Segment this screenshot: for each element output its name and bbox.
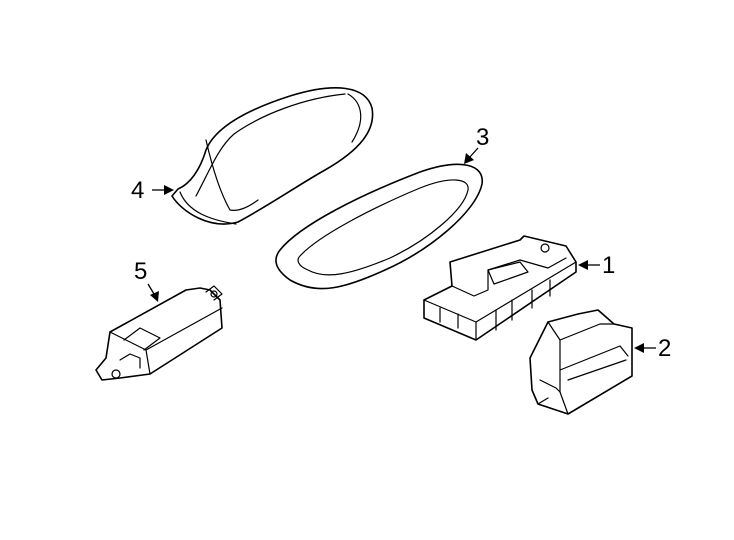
arrowhead-3 xyxy=(464,153,474,164)
callout-1: 1 xyxy=(578,252,615,279)
callout-label-2: 2 xyxy=(658,335,671,362)
part-1-module xyxy=(423,235,577,341)
callout-5: 5 xyxy=(134,258,159,302)
callout-2: 2 xyxy=(634,335,671,362)
arrowhead-1 xyxy=(578,260,588,270)
callout-label-4: 4 xyxy=(131,177,144,204)
leader-line-5 xyxy=(147,283,155,295)
callout-3: 3 xyxy=(464,124,489,164)
callout-label-3: 3 xyxy=(476,124,489,151)
part-4-antenna-cover xyxy=(171,87,374,225)
arrowhead-4 xyxy=(164,185,174,195)
callout-4: 4 xyxy=(131,177,174,204)
arrowhead-2 xyxy=(634,343,644,353)
callout-label-1: 1 xyxy=(602,252,615,279)
leader-line-3 xyxy=(468,147,479,159)
part-2-bracket xyxy=(529,309,633,415)
callout-label-5: 5 xyxy=(134,258,147,285)
part-5-module xyxy=(95,285,223,381)
arrowhead-5 xyxy=(150,291,159,302)
part-3-gasket xyxy=(275,163,483,290)
